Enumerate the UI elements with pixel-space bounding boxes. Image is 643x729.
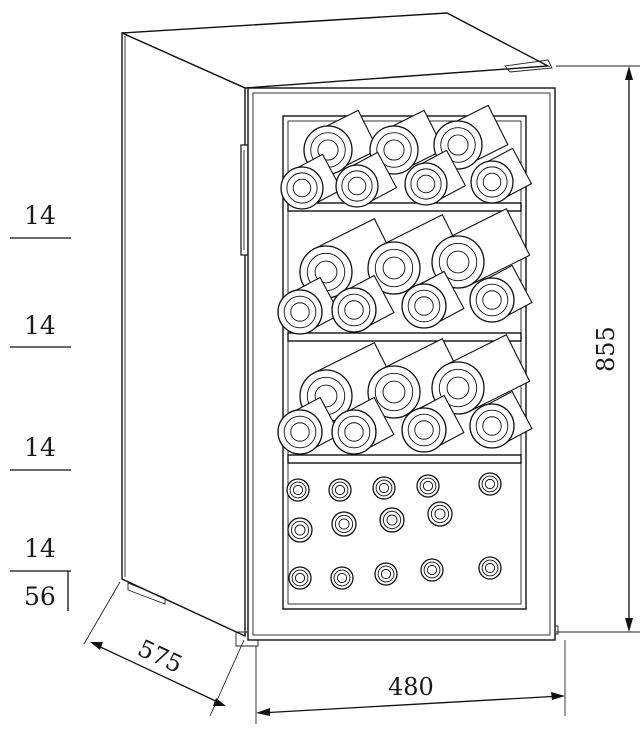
bottle-end [290,422,310,442]
bottle-end [294,572,306,584]
bottle-end [380,568,392,580]
bottle-end [290,302,310,322]
shelf-count-2: 14 [24,311,56,340]
bottle-end [382,510,402,530]
shelf-capacity-list: 14 14 14 14 56 [10,201,71,611]
bottle-end [430,504,450,524]
bottle-end [338,518,350,530]
height-label: 855 [592,326,620,372]
bottle-end [333,569,351,587]
bottle-end [438,368,478,408]
bottle-end [482,416,502,436]
bottle-end [347,176,367,196]
bottle-end [416,174,436,194]
shelf-count-3: 14 [24,433,56,462]
bottle-end [317,139,339,161]
bottle-end [446,376,470,400]
bottle-end [331,481,349,499]
bottle-end [447,134,469,156]
total-count: 56 [24,582,56,611]
bottle-end [344,422,364,442]
cabinet-side [121,31,246,638]
bottle-end [426,564,438,576]
bottle-end [283,295,317,329]
bottle-end [475,283,509,317]
bottle-end [283,415,317,449]
bottle-end [414,420,434,440]
bottle-end [374,248,414,288]
bottle-group [277,104,533,590]
bottle-end [410,168,442,200]
bottle-end [336,572,348,584]
bottle-end [344,300,364,320]
width-arrow-left [256,708,270,716]
bottle-end [434,508,446,520]
bottle-end [414,296,434,316]
shelves [287,202,522,464]
bottle-end [440,127,476,163]
bottle-end [294,524,306,536]
bottle-end [382,380,406,404]
depth-label: 575 [133,634,186,679]
bottle-end [341,170,373,202]
bottle-end [475,409,509,443]
bottle-end [438,242,478,282]
bottle-end [481,475,499,493]
bottle-end [291,569,309,587]
bottle-end [382,256,406,280]
door-hinge [504,59,553,73]
bottle-end [375,479,393,497]
height-arrow-top [625,66,633,80]
height-dimension: 855 [556,65,640,633]
height-arrow-bottom [625,618,633,632]
width-label: 480 [388,673,434,701]
width-arrow-right [551,692,565,700]
bottle-end [481,559,499,577]
bottle-end [407,413,441,447]
bottle-end [423,561,441,579]
bottle-end [334,514,354,534]
bottle-end [289,481,307,499]
bottle-end [482,290,502,310]
bottle-end [290,520,310,540]
bottle-end [407,289,441,323]
bottle-end [292,178,312,198]
bottle-end [383,139,405,161]
bottle-end [377,565,395,583]
bottle-end [286,172,318,204]
bottle-end [446,250,470,274]
bottle-end [386,514,398,526]
bottle-end [476,166,508,198]
cabinet [121,12,559,647]
depth-arrow-left [90,642,103,650]
bottle-end [334,484,346,496]
bottle-end [378,482,390,494]
bottle-end [376,132,412,168]
bottle-end [484,562,496,574]
bottle-end [314,260,338,284]
bottle-end [337,415,371,449]
width-dimension: 480 [255,640,566,724]
bottle-end [482,172,502,192]
bottle-end [419,477,437,495]
bottle-end [292,484,304,496]
door-handle [240,144,249,256]
cabinet-foot-left [127,582,166,605]
shelf-count-1: 14 [24,201,56,230]
shelf-count-4: 14 [24,534,56,563]
bottle-end [422,480,434,492]
bottle-end [484,478,496,490]
bottle-end [374,372,414,412]
bottle-end [314,384,338,408]
depth-arrow-right [213,698,226,706]
bottle-end [337,293,371,327]
